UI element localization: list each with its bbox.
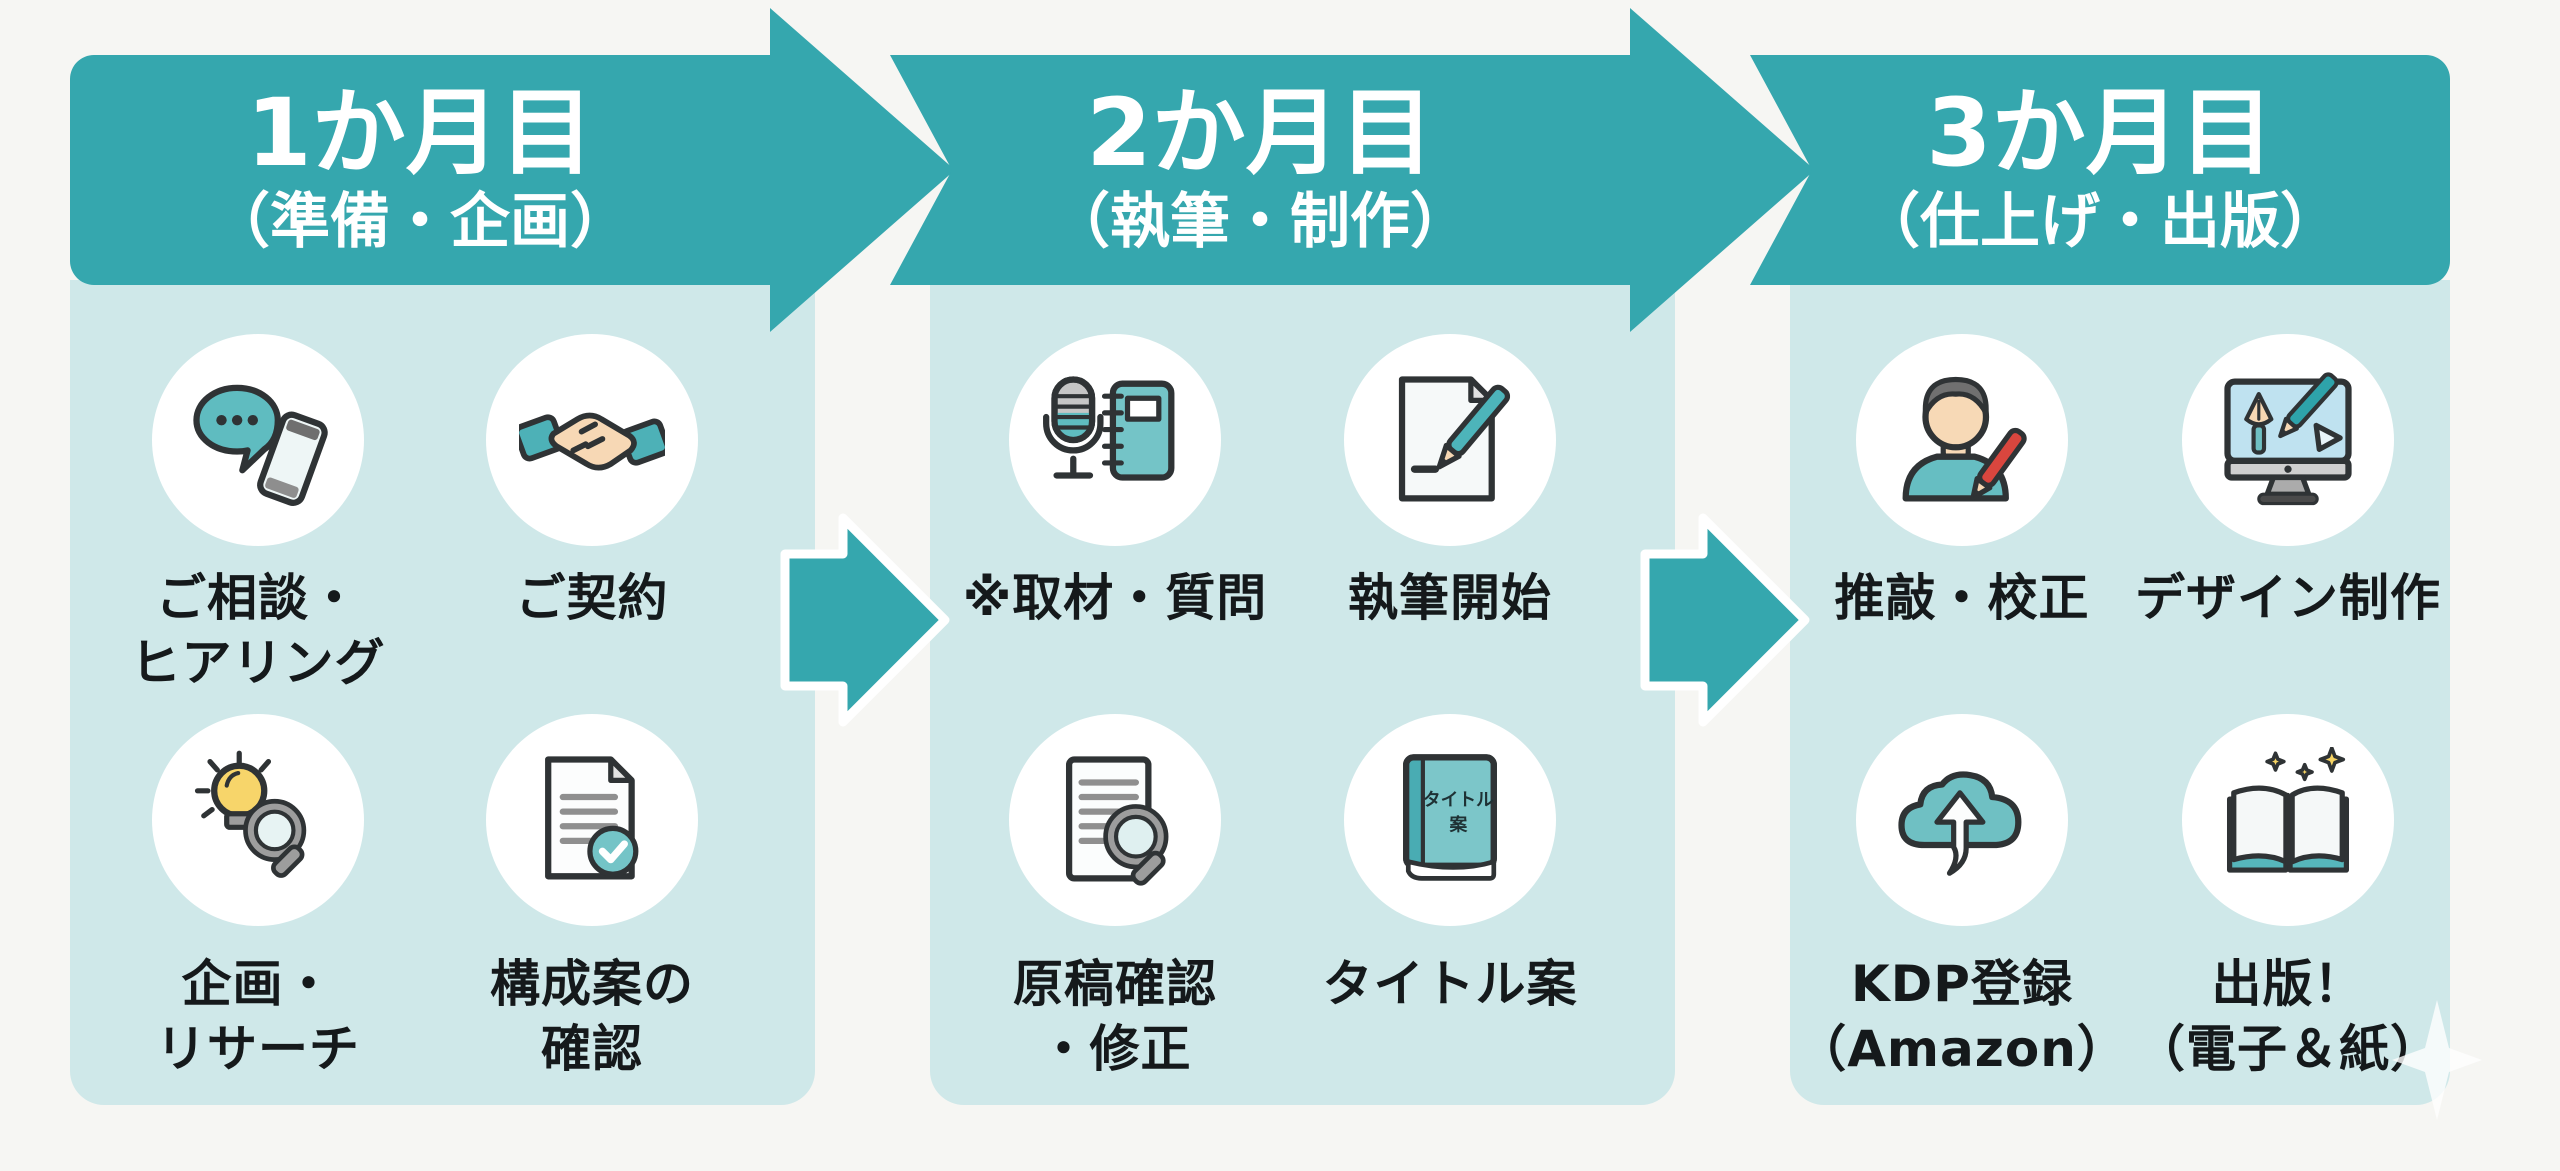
month1-header-arrow — [70, 8, 955, 332]
label-line: ・修正 — [1038, 1020, 1192, 1078]
label-line: デザイン制作 — [2135, 569, 2441, 627]
manuscript-review-icon-circle — [1009, 714, 1221, 926]
label-line: 企画・ — [181, 955, 335, 1013]
step-label-contract: ご契約 — [402, 566, 782, 631]
handshake-icon — [519, 412, 665, 471]
month3-header: 3か月目 （仕上げ・出版） — [1750, 55, 2450, 285]
paper-pen-icon — [1398, 376, 1511, 502]
label-line: KDP登録 — [1851, 955, 2073, 1013]
contract-icon-circle — [486, 334, 698, 546]
label-line: 確認 — [541, 1020, 643, 1078]
label-line: ※取材・質問 — [962, 569, 1268, 627]
title-book-text-line1: タイトル — [1423, 789, 1494, 810]
writing-start-icon-circle — [1344, 334, 1556, 546]
month2-subtitle: （執筆・制作） — [1050, 187, 1470, 258]
open-book-sparkles-icon — [2226, 747, 2350, 873]
microphone-notebook-icon — [1043, 376, 1175, 481]
label-line: ヒアリング — [130, 634, 386, 692]
month2-header-arrow — [890, 8, 1815, 332]
month2-header: 2か月目 （執筆・制作） — [890, 55, 1630, 285]
publish-icon-circle — [2182, 714, 2394, 926]
label-line: ご契約 — [515, 569, 669, 627]
title-book-text-line2: 案 — [1448, 813, 1467, 835]
month3-header-arrow — [1750, 55, 2450, 285]
lightbulb-magnifier-icon — [194, 750, 307, 878]
label-line: 執筆開始 — [1348, 569, 1552, 627]
outline-check-icon-circle — [486, 714, 698, 926]
label-line: 原稿確認 — [1013, 955, 1217, 1013]
step-label-proofreading: 推敲・校正 — [1772, 566, 2152, 631]
document-check-icon — [545, 756, 639, 880]
chat-phone-icon — [193, 384, 328, 506]
person-pen-icon — [1902, 376, 2027, 502]
cloud-upload-icon — [1898, 771, 2022, 876]
label-line: タイトル案 — [1322, 955, 1578, 1013]
label-line: 推敲・校正 — [1834, 569, 2090, 627]
kdp-upload-icon-circle — [1856, 714, 2068, 926]
label-line: リサーチ — [156, 1020, 360, 1078]
title-book-icon: タイトル 案 — [1403, 754, 1497, 881]
design-monitor-icon — [2224, 372, 2352, 506]
label-line: ご相談・ — [156, 569, 360, 627]
month1-header: 1か月目 （準備・企画） — [70, 55, 770, 285]
step-label-consultation: ご相談・ ヒアリング — [68, 566, 448, 696]
design-icon-circle — [2182, 334, 2394, 546]
month1-subtitle: （準備・企画） — [210, 187, 630, 258]
label-line: 出版！ — [2211, 955, 2365, 1013]
step-label-research: 企画・ リサーチ — [68, 952, 448, 1082]
consultation-icon-circle — [152, 334, 364, 546]
step-label-outline-check: 構成案の 確認 — [402, 952, 782, 1082]
month2-title: 2か月目 — [1086, 78, 1434, 188]
arrow-month1-to-month2 — [780, 513, 950, 727]
label-line: （Amazon） — [1796, 1020, 2128, 1078]
step-label-manuscript-review: 原稿確認 ・修正 — [925, 952, 1305, 1082]
month3-title: 3か月目 — [1926, 78, 2274, 188]
month1-title: 1か月目 — [246, 78, 594, 188]
arrow-month2-to-month3 — [1640, 513, 1810, 727]
step-label-writing-start: 執筆開始 — [1260, 566, 1640, 631]
step-label-interview: ※取材・質問 — [925, 566, 1305, 631]
interview-icon-circle — [1009, 334, 1221, 546]
manuscript-magnifier-icon — [1065, 756, 1169, 886]
label-line: （電子＆紙） — [2135, 1020, 2441, 1078]
sparkle-decoration — [2392, 1000, 2482, 1120]
step-label-design: デザイン制作 — [2098, 566, 2478, 631]
step-label-publish: 出版！ （電子＆紙） — [2098, 952, 2478, 1082]
proofreading-icon-circle — [1856, 334, 2068, 546]
label-line: 構成案の — [490, 955, 694, 1013]
title-draft-icon-circle: タイトル 案 — [1344, 714, 1556, 926]
step-label-kdp-upload: KDP登録 （Amazon） — [1772, 952, 2152, 1082]
month3-subtitle: （仕上げ・出版） — [1860, 187, 2340, 258]
research-icon-circle — [152, 714, 364, 926]
step-label-title-draft: タイトル案 — [1260, 952, 1640, 1017]
